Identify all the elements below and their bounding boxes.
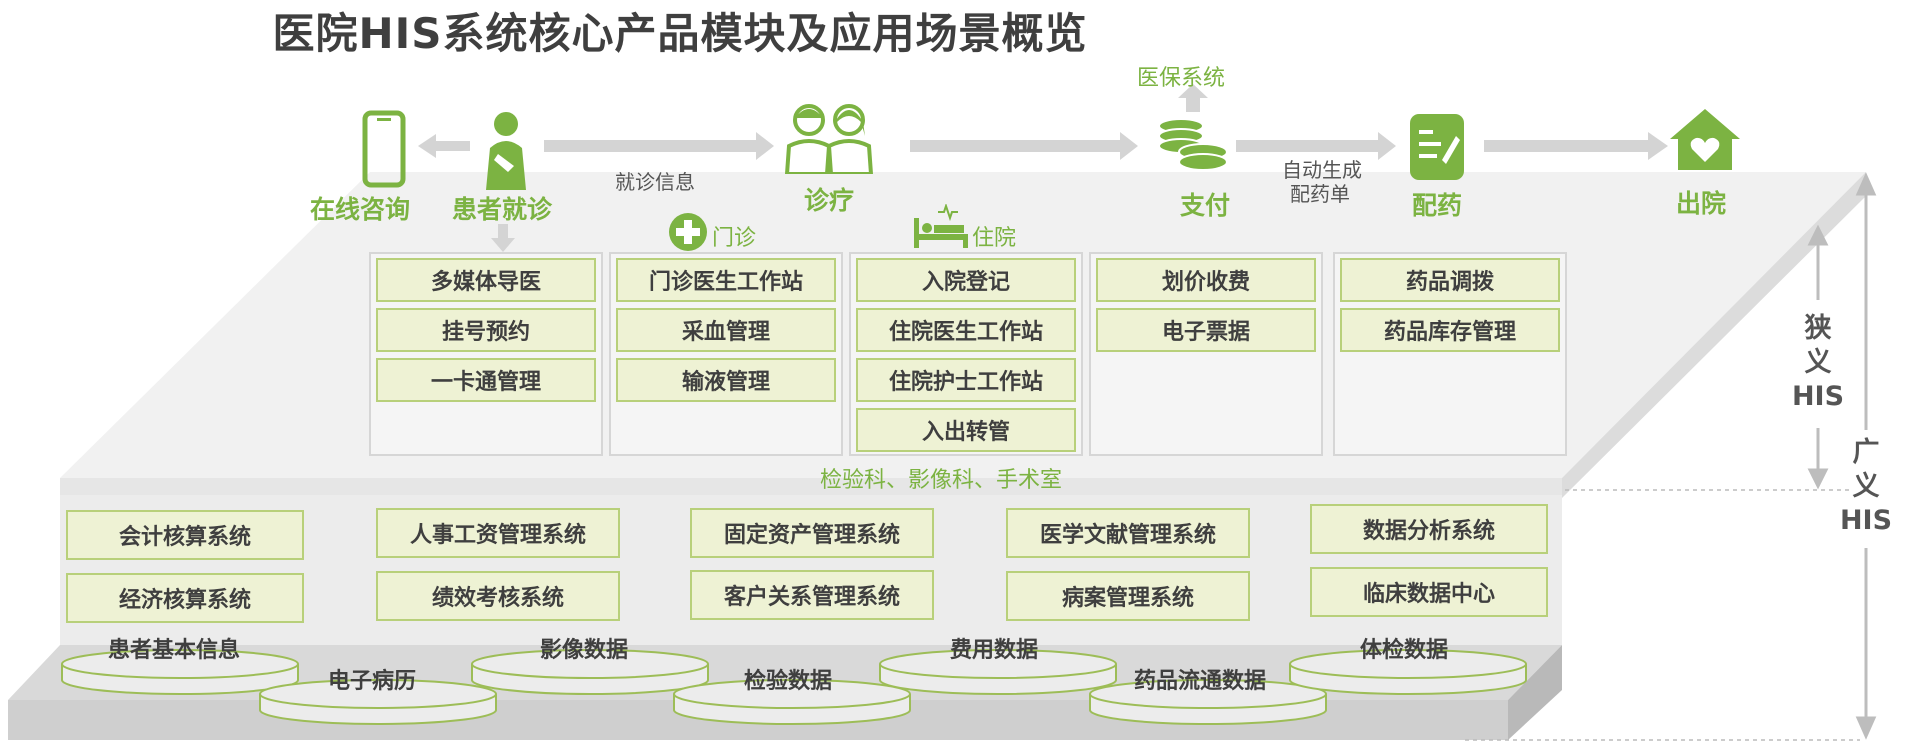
page-title: 医院HIS系统核心产品模块及应用场景概览: [272, 9, 1088, 58]
dispensing-label: 配药: [1412, 191, 1463, 220]
home-heart-icon: [1670, 109, 1740, 170]
narrow-his-label: 狭 义 HIS: [1786, 312, 1850, 414]
disk-emr: 电子病历: [328, 669, 417, 694]
system-hr-payroll: 人事工资管理系统: [376, 508, 620, 558]
auto-gen-label-line2: 配药单: [1290, 182, 1350, 206]
patient-icon: [486, 112, 526, 190]
system-data-analysis: 数据分析系统: [1310, 504, 1548, 554]
system-accounting: 会计核算系统: [66, 510, 304, 560]
flow-arrows: [418, 84, 1668, 252]
departments-label: 检验科、影像科、手术室: [820, 468, 1063, 493]
insurance-system-label: 医保系统: [1137, 66, 1226, 91]
disk-drug-circulation: 药品流通数据: [1134, 669, 1267, 694]
disk-lab: 检验数据: [744, 669, 833, 694]
module-inpatient-doctor: 住院医生工作站: [856, 308, 1076, 352]
disk-imaging: 影像数据: [540, 638, 629, 663]
hospital-bed-icon: [914, 204, 968, 248]
coins-icon: [1158, 118, 1228, 171]
module-billing: 划价收费: [1096, 258, 1316, 302]
system-economic-accounting: 经济核算系统: [66, 573, 304, 623]
system-clinical-data-center: 临床数据中心: [1310, 567, 1548, 617]
patient-visit-label: 患者就诊: [452, 195, 553, 224]
medical-cross-icon: [669, 213, 707, 251]
doctors-icon: [784, 104, 874, 174]
disk-cost: 费用数据: [950, 638, 1039, 663]
broad-his-label: 广 义 HIS: [1834, 436, 1898, 538]
outpatient-label: 门诊: [712, 226, 757, 251]
disk-patient-info: 患者基本信息: [108, 638, 241, 663]
module-infusion: 输液管理: [616, 358, 836, 402]
narrow-his-char-1: 狭: [1804, 313, 1832, 344]
auto-gen-label-line1: 自动生成: [1282, 158, 1362, 182]
module-inpatient-nurse: 住院护士工作站: [856, 358, 1076, 402]
system-medical-literature: 医学文献管理系统: [1006, 508, 1250, 558]
prescription-icon: [1410, 114, 1464, 180]
narrow-his-char-2: 义: [1804, 347, 1832, 378]
phone-icon: [362, 110, 406, 188]
broad-his-char-1: 广: [1852, 437, 1880, 468]
narrow-his-char-3: HIS: [1791, 381, 1845, 412]
module-transfer: 入出转管: [856, 408, 1076, 452]
online-consult-label: 在线咨询: [310, 195, 411, 224]
module-drug-allocation: 药品调拨: [1340, 258, 1560, 302]
module-outpatient-doctor: 门诊医生工作站: [616, 258, 836, 302]
visit-info-label: 就诊信息: [615, 170, 695, 194]
module-blood-collection: 采血管理: [616, 308, 836, 352]
module-admission: 入院登记: [856, 258, 1076, 302]
diagnosis-label: 诊疗: [804, 186, 855, 215]
system-crm: 客户关系管理系统: [690, 570, 934, 620]
discharge-label: 出院: [1676, 189, 1727, 218]
payment-label: 支付: [1180, 191, 1231, 220]
system-fixed-assets: 固定资产管理系统: [690, 508, 934, 558]
module-drug-inventory: 药品库存管理: [1340, 308, 1560, 352]
module-multimedia-guide: 多媒体导医: [376, 258, 596, 302]
system-performance: 绩效考核系统: [376, 571, 620, 621]
system-medical-records: 病案管理系统: [1006, 571, 1250, 621]
module-registration: 挂号预约: [376, 308, 596, 352]
disk-physical-exam: 体检数据: [1360, 638, 1449, 663]
broad-his-char-3: HIS: [1839, 505, 1893, 536]
broad-his-char-2: 义: [1852, 471, 1880, 502]
module-card-management: 一卡通管理: [376, 358, 596, 402]
module-e-invoice: 电子票据: [1096, 308, 1316, 352]
inpatient-label: 住院: [972, 226, 1017, 251]
